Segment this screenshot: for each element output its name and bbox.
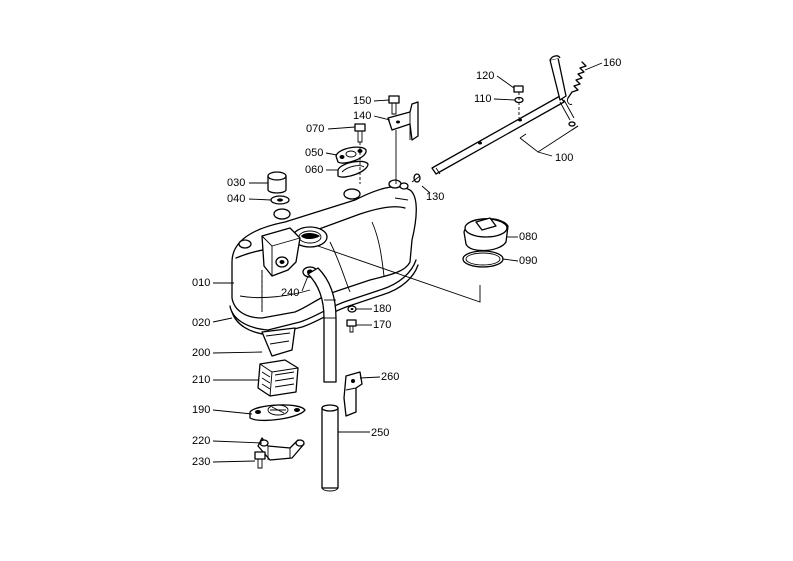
washer-110 <box>514 92 524 118</box>
bolt-170 <box>346 319 357 333</box>
callout-040: 040 <box>227 193 246 205</box>
callout-260: 260 <box>381 371 400 383</box>
washer-040 <box>270 195 290 205</box>
cap-nut <box>267 171 287 194</box>
callout-140: 140 <box>353 110 372 122</box>
cover-plate-050 <box>335 146 367 164</box>
callout-020: 020 <box>192 317 211 329</box>
leader-lines <box>212 62 603 463</box>
callout-250: 250 <box>371 427 390 439</box>
bracket-140 <box>387 101 419 141</box>
callout-110: 110 <box>474 93 492 105</box>
hose-clip <box>343 371 363 417</box>
callout-070: 070 <box>306 123 325 135</box>
callout-220: 220 <box>192 435 211 447</box>
bolt-150 <box>388 95 400 115</box>
breather-hose <box>307 267 339 492</box>
callout-150: 150 <box>353 95 372 107</box>
callout-130: 130 <box>426 191 445 203</box>
callout-240: 240 <box>281 287 300 299</box>
clamp-bracket <box>257 437 305 461</box>
bolt-230 <box>254 451 266 469</box>
callout-170: 170 <box>373 319 392 331</box>
filter-element <box>257 359 299 397</box>
callout-090: 090 <box>519 255 538 267</box>
lever-shaft <box>431 55 576 175</box>
callout-010: 010 <box>192 277 211 289</box>
callout-120: 120 <box>476 70 495 82</box>
callout-200: 200 <box>192 347 211 359</box>
callout-190: 190 <box>192 404 211 416</box>
o-ring <box>462 250 504 268</box>
callout-080: 080 <box>519 231 538 243</box>
washer-180 <box>347 305 357 313</box>
callout-030: 030 <box>227 177 246 189</box>
callout-060: 060 <box>305 164 324 176</box>
spring <box>567 61 587 105</box>
baffle-plate <box>261 327 296 357</box>
oil-filler-cap <box>463 217 509 252</box>
screw-120 <box>513 85 524 93</box>
bolt-070 <box>354 123 366 143</box>
callout-100: 100 <box>555 152 574 164</box>
callout-180: 180 <box>373 303 392 315</box>
cylinder-head-cover <box>231 179 417 319</box>
filter-cover-plate <box>249 404 306 422</box>
callout-160: 160 <box>603 57 622 69</box>
callout-210: 210 <box>192 374 211 386</box>
gasket-060 <box>337 160 369 178</box>
callout-230: 230 <box>192 456 211 468</box>
shaft-seal <box>411 173 421 183</box>
callout-050: 050 <box>305 147 324 159</box>
